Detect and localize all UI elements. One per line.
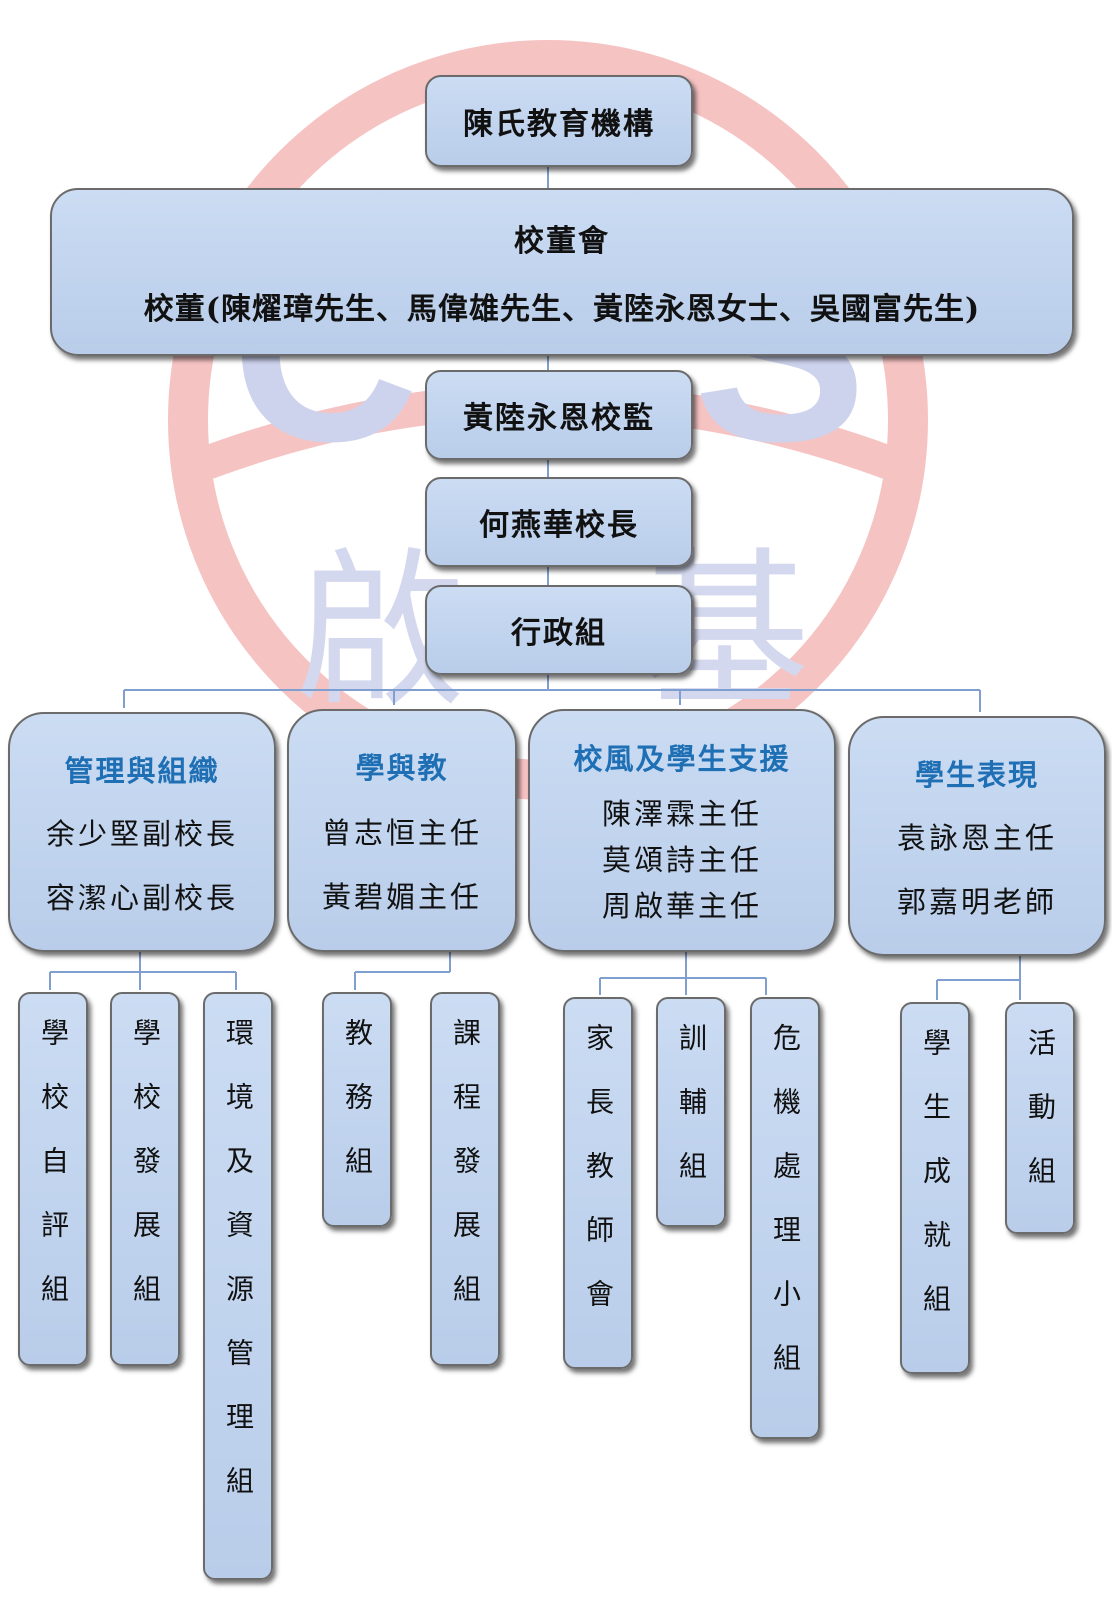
unit-school-development: 學校發展組 — [110, 992, 180, 1366]
dept-learning-teaching: 學與教 曾志恒主任 黃碧媚主任 — [287, 709, 517, 952]
unit-guidance-discipline: 訓輔組 — [656, 997, 726, 1227]
unit-self-evaluation: 學校自評組 — [18, 992, 88, 1366]
dept-student-support: 校風及學生支援 陳澤霖主任 莫頌詩主任 周啟華主任 — [528, 709, 836, 952]
dept-title: 管理與組織 — [64, 753, 220, 788]
dept-person: 袁詠恩主任 — [896, 821, 1057, 855]
unit-activities: 活動組 — [1005, 1002, 1075, 1234]
dept-person: 容潔心副校長 — [45, 880, 238, 915]
unit-crisis-management: 危機處理小組 — [750, 997, 820, 1439]
unit-pta: 家長教師會 — [563, 997, 633, 1369]
unit-environment-resources: 環境及資源管理組 — [203, 992, 273, 1580]
admin-box: 行政組 — [425, 585, 693, 675]
dept-person: 莫頌詩主任 — [601, 843, 762, 877]
unit-label: 課程發展組 — [449, 1018, 482, 1338]
dept-person-list: 陳澤霖主任 莫頌詩主任 周啟華主任 — [602, 791, 762, 925]
unit-label: 學生成就組 — [919, 1028, 952, 1348]
dept-person: 余少堅副校長 — [45, 817, 238, 851]
dept-person: 周啟華主任 — [601, 889, 762, 923]
unit-label: 環境及資源管理組 — [222, 1018, 255, 1530]
unit-student-achievement: 學生成就組 — [900, 1002, 970, 1374]
unit-label: 訓輔組 — [675, 1023, 708, 1215]
unit-label: 家長教師會 — [582, 1023, 615, 1343]
supervisor-box: 黃陸永恩校監 — [425, 370, 693, 460]
dept-student-performance: 學生表現 袁詠恩主任 郭嘉明老師 — [848, 716, 1106, 956]
principal-box: 何燕華校長 — [425, 477, 693, 567]
unit-label: 教務組 — [341, 1018, 374, 1210]
dept-title: 學生表現 — [914, 757, 1039, 792]
dept-person: 陳澤霖主任 — [601, 797, 762, 831]
dept-person: 曾志恒主任 — [321, 815, 482, 850]
dept-title: 學與教 — [355, 751, 449, 786]
dept-person: 黃碧媚主任 — [321, 879, 482, 914]
board-members: 校董(陳燿璋先生、馬偉雄先生、黃陸永恩女士、吳國富先生) — [143, 292, 981, 327]
unit-label: 危機處理小組 — [769, 1023, 802, 1407]
dept-person: 郭嘉明老師 — [896, 884, 1057, 919]
principal-label: 何燕華校長 — [479, 508, 639, 543]
dept-management: 管理與組織 余少堅副校長 容潔心副校長 — [8, 712, 276, 952]
unit-label: 活動組 — [1024, 1028, 1057, 1220]
board-box: 校董會 校董(陳燿璋先生、馬偉雄先生、黃陸永恩女士、吳國富先生) — [50, 188, 1074, 356]
root-org-box: 陳氏教育機構 — [425, 75, 693, 167]
dept-title: 校風及學生支援 — [573, 742, 791, 776]
unit-curriculum-development: 課程發展組 — [430, 992, 500, 1366]
unit-academic-affairs: 教務組 — [322, 992, 392, 1227]
root-org-label: 陳氏教育機構 — [463, 107, 655, 142]
admin-label: 行政組 — [511, 616, 607, 651]
board-title: 校董會 — [514, 224, 610, 259]
supervisor-label: 黃陸永恩校監 — [463, 401, 655, 436]
unit-label: 學校發展組 — [129, 1018, 162, 1338]
unit-label: 學校自評組 — [37, 1018, 70, 1338]
